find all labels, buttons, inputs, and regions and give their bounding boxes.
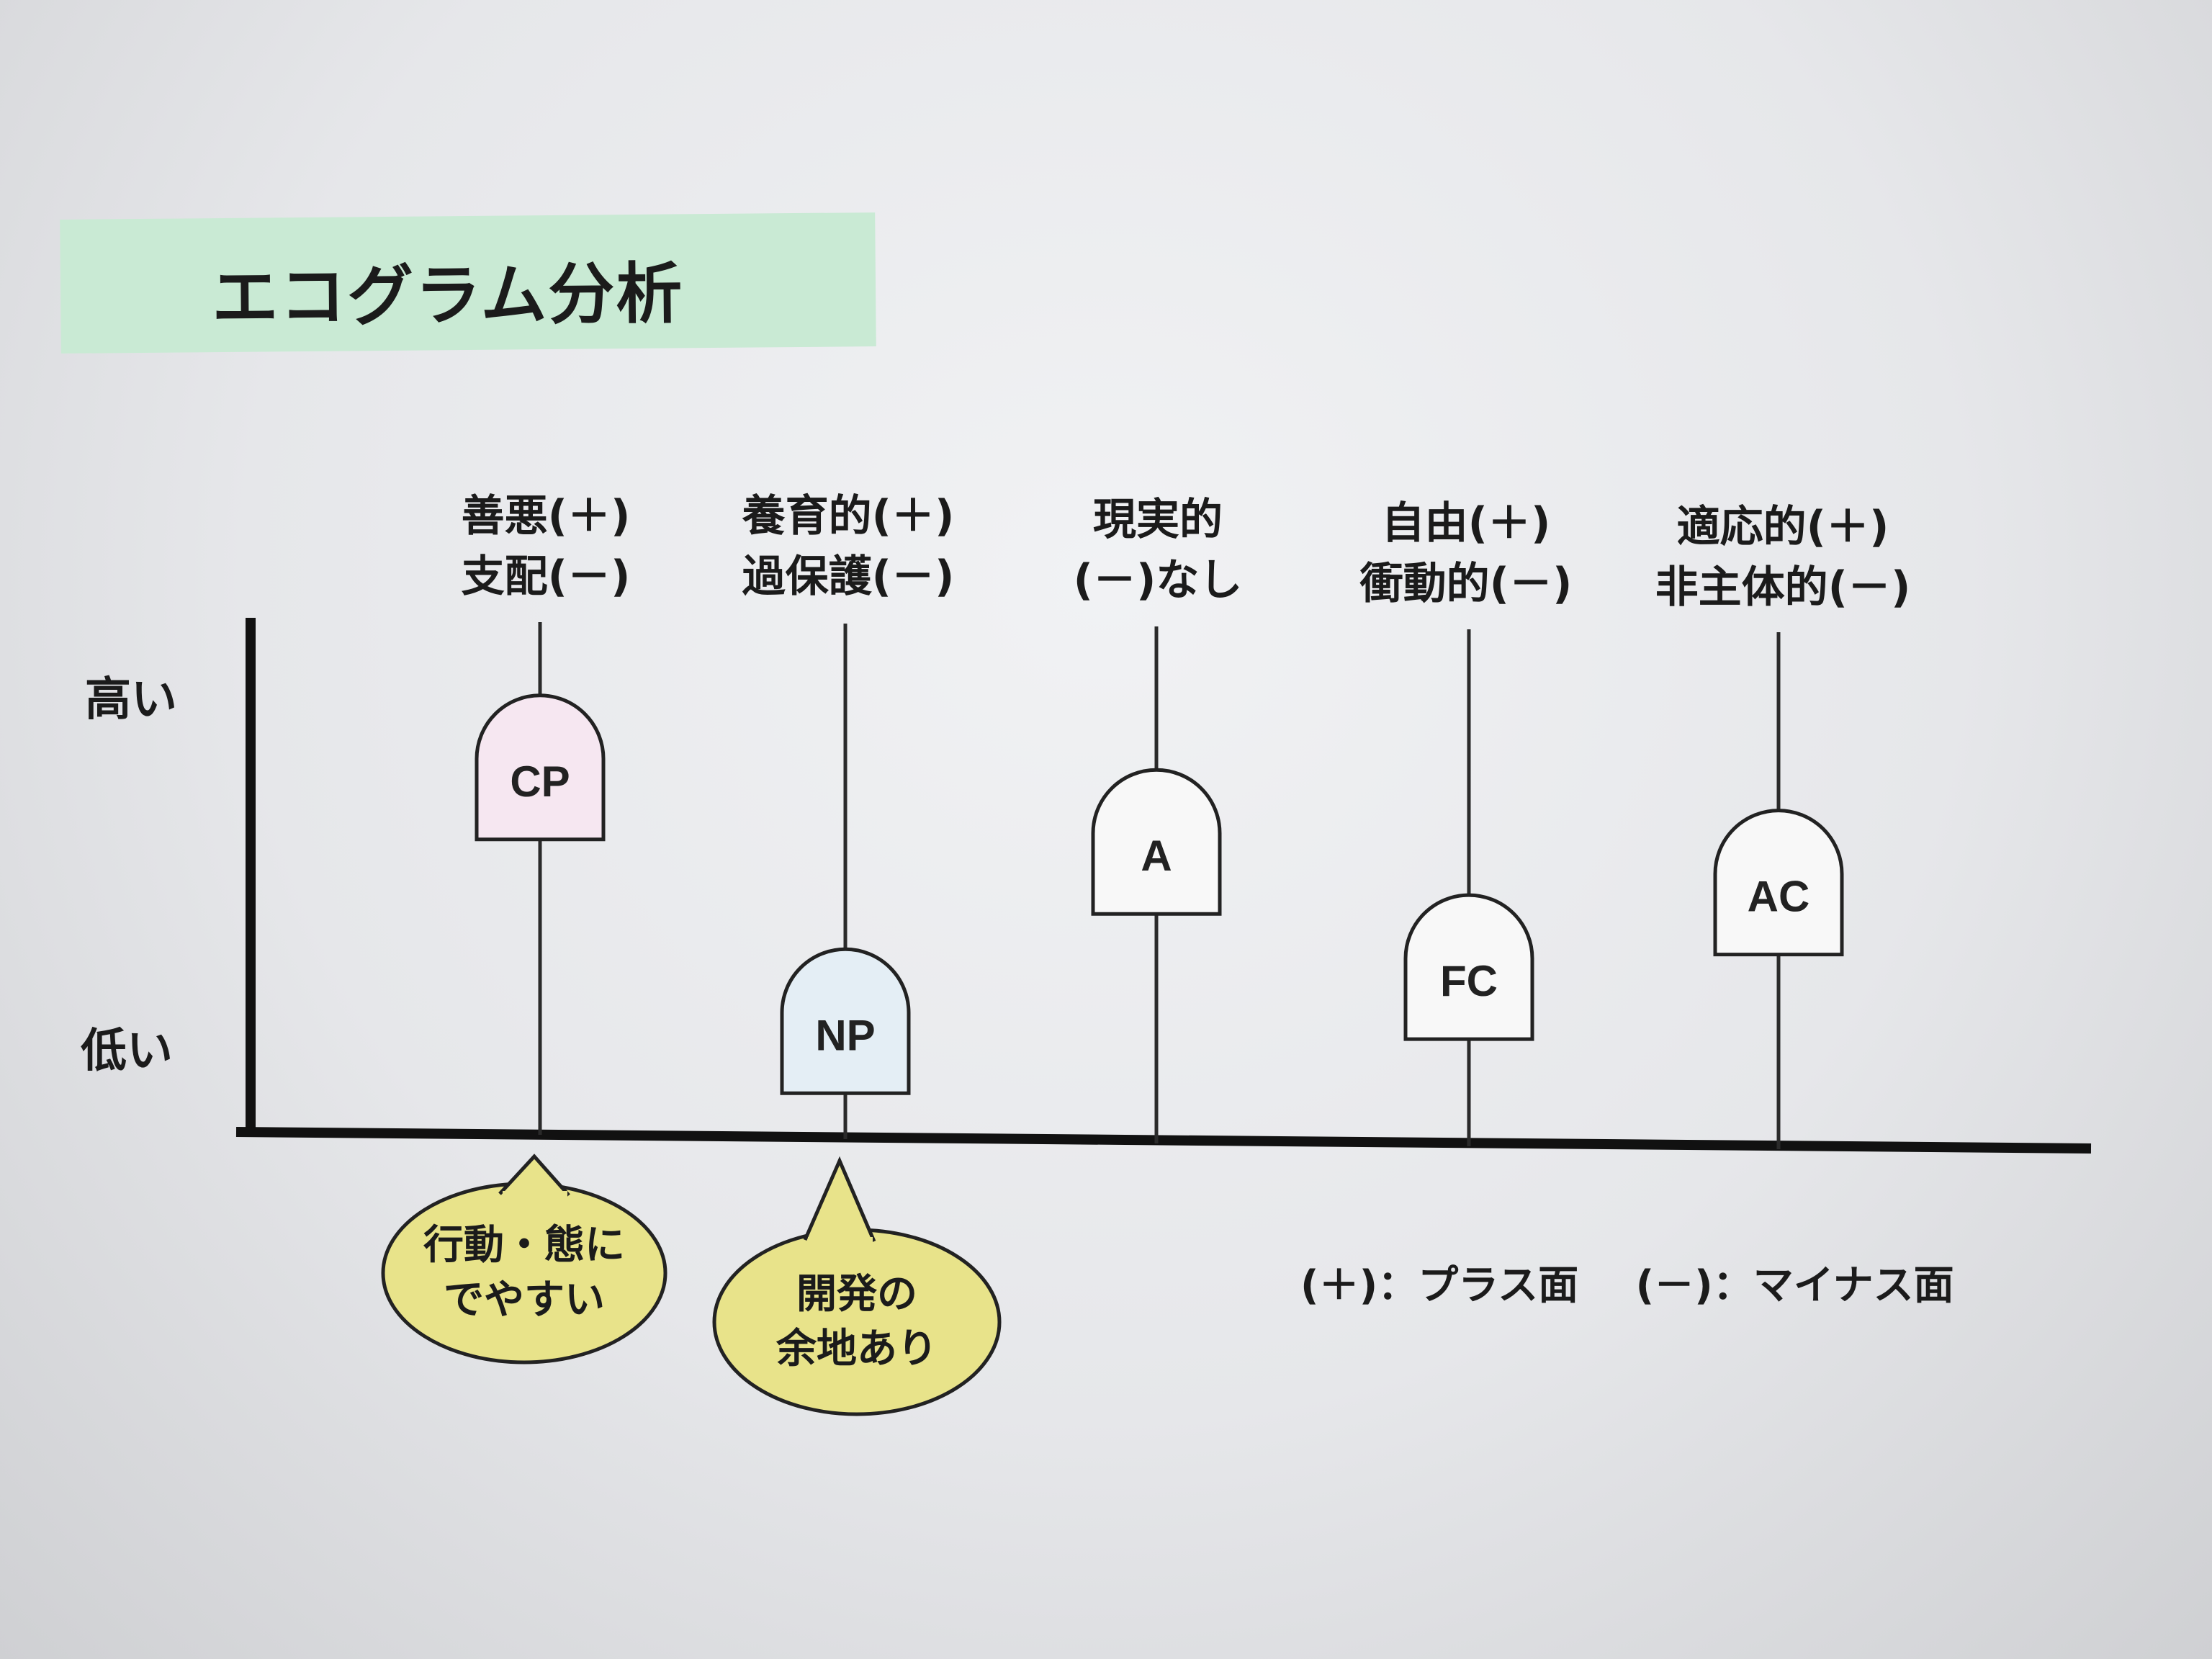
label-ac-minus: 非主体的(－) <box>1655 562 1911 613</box>
label-np: 養育的(＋) 過保護(－) <box>742 486 955 607</box>
axis-label-low: 低い <box>81 1025 173 1078</box>
label-ac-plus: 適応的(＋) <box>1676 502 1889 552</box>
label-cp-minus: 支配(－) <box>461 552 631 602</box>
marker-label-np: NP <box>815 1011 875 1059</box>
label-fc-minus: 衝動的(－) <box>1359 559 1573 609</box>
label-cp-plus: 善悪(＋) <box>461 491 631 541</box>
callout-pointer-cp <box>498 1154 570 1197</box>
callout-cp-line2: でやすい <box>444 1277 605 1323</box>
marker-label-ac: AC <box>1748 873 1810 921</box>
legend: (＋)：プラス面 (－)：マイナス面 <box>1300 1253 1997 1311</box>
marker-label-cp: CP <box>510 757 570 806</box>
callout-text-cp: 行動・態に でやすい <box>423 1218 625 1328</box>
label-np-minus: 過保護(－) <box>742 552 955 602</box>
marker-np <box>780 947 911 1095</box>
marker-cp <box>475 693 606 842</box>
marker-label-a: A <box>1141 832 1172 880</box>
label-ac: 適応的(＋) 非主体的(－) <box>1655 497 1911 618</box>
marker-a <box>1091 768 1222 916</box>
marker-fc <box>1403 893 1534 1041</box>
marker-ac <box>1713 809 1844 957</box>
label-fc-plus: 自由(＋) <box>1381 498 1551 549</box>
label-np-plus: 養育的(＋) <box>742 491 955 541</box>
callout-np-line2: 余地あり <box>776 1326 938 1372</box>
x-axis-line <box>235 1127 2092 1154</box>
axis-label-high: 高い <box>85 673 177 727</box>
callout-cp-line1: 行動・態に <box>423 1222 625 1269</box>
label-cp: 善悪(＋) 支配(－) <box>462 486 631 607</box>
marker-label-fc: FC <box>1440 957 1498 1005</box>
legend-plus: (＋)：プラス面 <box>1300 1262 1579 1309</box>
label-fc: 自由(＋) 衝動的(－) <box>1360 493 1573 614</box>
label-a-plus: 現実的 <box>1093 495 1223 545</box>
callout-np-line1: 開発の <box>796 1271 917 1318</box>
callout-text-np: 開発の 余地あり <box>776 1267 938 1377</box>
label-a-minus: (－)なし <box>1073 555 1243 606</box>
label-a: 現実的 (－)なし <box>1074 490 1243 611</box>
legend-minus: (－)：マイナス面 <box>1635 1262 1954 1309</box>
callout-pointer-np <box>803 1156 876 1242</box>
